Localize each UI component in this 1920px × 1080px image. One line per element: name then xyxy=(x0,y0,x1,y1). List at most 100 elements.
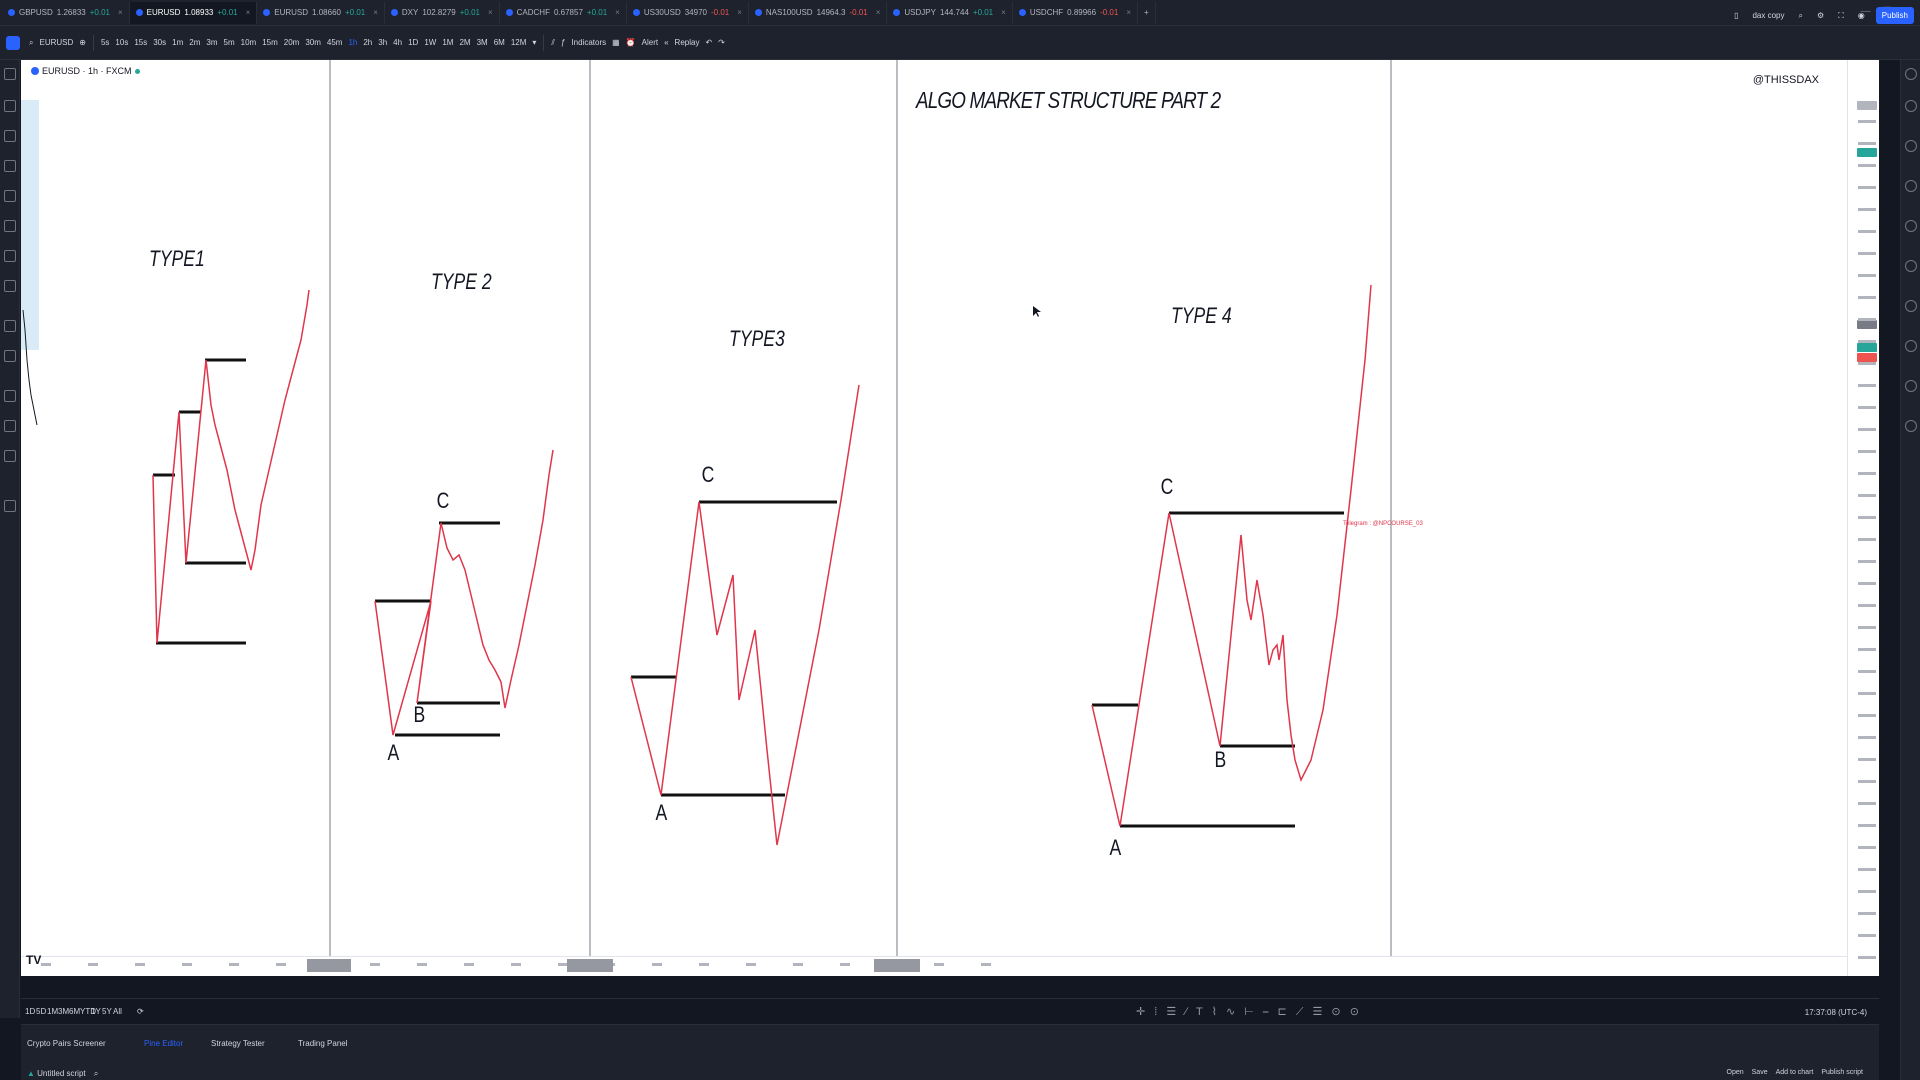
type2-label[interactable]: TYPE 2 xyxy=(431,269,492,294)
fib-icon[interactable] xyxy=(4,130,16,142)
point-label-c[interactable]: C xyxy=(701,462,715,487)
point-label-a[interactable]: A xyxy=(1109,835,1122,860)
point-label-a[interactable]: A xyxy=(655,800,668,825)
close-tab-icon[interactable]: × xyxy=(875,8,881,17)
panel-tab[interactable]: Trading Panel xyxy=(298,1039,348,1048)
panel-action[interactable]: Add to chart xyxy=(1775,1069,1814,1076)
telegram-label[interactable]: Telegram : @NPCOURSE_03 xyxy=(1343,521,1423,527)
interval-30m[interactable]: 30m xyxy=(305,38,321,47)
pattern-icon[interactable] xyxy=(4,160,16,172)
clock[interactable]: 17:37:08 (UTC-4) xyxy=(1804,1008,1867,1017)
close-tab-icon[interactable]: × xyxy=(615,8,620,17)
notifications-icon[interactable] xyxy=(1905,380,1917,392)
symbol-search[interactable]: EURUSD xyxy=(39,38,74,47)
chart-symbol-legend[interactable]: EURUSD · 1h · FXCM xyxy=(31,66,140,76)
text-icon[interactable] xyxy=(4,250,16,262)
interval-1W[interactable]: 1W xyxy=(424,38,437,47)
panel-tab[interactable]: Pine Editor xyxy=(144,1039,184,1048)
layout-name[interactable]: dax copy xyxy=(1752,11,1785,20)
point-label-c[interactable]: C xyxy=(1160,474,1174,499)
help-icon[interactable] xyxy=(1905,420,1917,432)
bar-style-icon[interactable]: ⫽ xyxy=(551,37,555,47)
drawing-favorites-bar[interactable]: ✛ ⁞ ☰ ∕ T ⌇ ∿ ⊢ ⎯ ⊏ ⟋ ☰ ⊙ ⊙ xyxy=(1136,1006,1362,1018)
point-label-a[interactable]: A xyxy=(387,740,400,765)
close-tab-icon[interactable]: × xyxy=(1126,8,1131,17)
point-label-b[interactable]: B xyxy=(413,702,426,727)
search-icon[interactable]: ⌕ xyxy=(1798,10,1803,20)
interval-1m[interactable]: 1m xyxy=(172,38,184,47)
interval-12M[interactable]: 12M xyxy=(510,38,527,47)
alert-button[interactable]: Alert xyxy=(641,38,659,47)
magnet-icon[interactable] xyxy=(4,390,16,402)
type1-label[interactable]: TYPE1 xyxy=(149,246,205,271)
interval-3m[interactable]: 3m xyxy=(206,38,218,47)
replay-button[interactable]: Replay xyxy=(674,38,700,47)
interval-5s[interactable]: 5s xyxy=(100,38,110,47)
type3-label[interactable]: TYPE3 xyxy=(729,326,785,351)
price-scale[interactable] xyxy=(1847,60,1879,976)
chats-icon[interactable] xyxy=(1905,340,1917,352)
close-tab-icon[interactable]: × xyxy=(245,8,251,17)
type4-label[interactable]: TYPE 4 xyxy=(1171,303,1232,328)
interval-30s[interactable]: 30s xyxy=(153,38,167,47)
alert-icon[interactable]: ⏰ xyxy=(625,38,636,47)
range-1d[interactable]: 1D xyxy=(25,1007,36,1016)
fullscreen-icon[interactable]: ⛶ xyxy=(1838,10,1844,20)
interval-5m[interactable]: 5m xyxy=(223,38,235,47)
interval-2h[interactable]: 2h xyxy=(363,38,373,47)
crosshair-icon[interactable] xyxy=(4,68,16,80)
author-handle[interactable]: @THISSDAX xyxy=(1752,74,1819,86)
time-scale[interactable] xyxy=(21,956,1847,976)
interval-2m[interactable]: 2m xyxy=(189,38,201,47)
hotlist-icon[interactable] xyxy=(1905,180,1917,192)
panel-action[interactable]: Save xyxy=(1751,1069,1768,1076)
lock-icon[interactable] xyxy=(4,420,16,432)
ruler-icon[interactable] xyxy=(4,320,16,332)
script-name[interactable]: ▲ Untitled script ⌕ xyxy=(27,1069,98,1079)
interval-15m[interactable]: 15m xyxy=(262,38,278,47)
close-tab-icon[interactable]: × xyxy=(117,8,123,17)
interval-1M[interactable]: 1M xyxy=(442,38,454,47)
interval-45m[interactable]: 45m xyxy=(326,38,343,47)
publish-button[interactable]: Publish xyxy=(1875,7,1914,24)
indicators-icon[interactable]: ƒ xyxy=(560,38,566,47)
panel-action[interactable]: Publish script xyxy=(1821,1069,1863,1076)
range-all[interactable]: All xyxy=(113,1007,122,1016)
trash-icon[interactable] xyxy=(4,500,16,512)
interval-dropdown-icon[interactable]: ▾ xyxy=(532,38,537,47)
data-window-icon[interactable] xyxy=(1905,140,1917,152)
calendar-icon[interactable] xyxy=(1905,220,1917,232)
interval-10s[interactable]: 10s xyxy=(115,38,129,47)
brush-icon[interactable] xyxy=(4,220,16,232)
minimize-icon[interactable]: — xyxy=(1860,6,1871,17)
range-1y[interactable]: 1Y xyxy=(91,1007,101,1016)
screenshot-icon[interactable]: ◉ xyxy=(1857,11,1865,20)
interval-20m[interactable]: 20m xyxy=(283,38,300,47)
compare-icon[interactable]: ⊕ xyxy=(79,38,86,47)
replay-icon[interactable]: « xyxy=(664,38,669,47)
panel-tab[interactable]: Crypto Pairs Screener xyxy=(27,1039,106,1048)
search-icon[interactable]: ⌕ xyxy=(93,1069,99,1078)
close-tab-icon[interactable]: × xyxy=(373,8,378,17)
range-6m[interactable]: 6M xyxy=(69,1007,81,1016)
interval-15s[interactable]: 15s xyxy=(134,38,148,47)
alerts-icon[interactable] xyxy=(1905,100,1917,112)
interval-1h[interactable]: 1h xyxy=(348,38,358,47)
panel-tab[interactable]: Strategy Tester xyxy=(211,1039,265,1048)
type1-structure[interactable] xyxy=(152,289,310,645)
prediction-icon[interactable] xyxy=(4,190,16,202)
new-tab-icon[interactable]: + xyxy=(1138,1,1156,24)
close-tab-icon[interactable]: × xyxy=(737,8,742,17)
watchlist-icon[interactable] xyxy=(1905,68,1917,80)
chart-area[interactable]: EURUSD · 1h · FXCM ALGO MARKET STRUCTURE… xyxy=(21,60,1879,976)
ideas-icon[interactable] xyxy=(1905,260,1917,272)
trend-line-icon[interactable] xyxy=(4,100,16,112)
close-tab-icon[interactable]: × xyxy=(487,8,493,17)
